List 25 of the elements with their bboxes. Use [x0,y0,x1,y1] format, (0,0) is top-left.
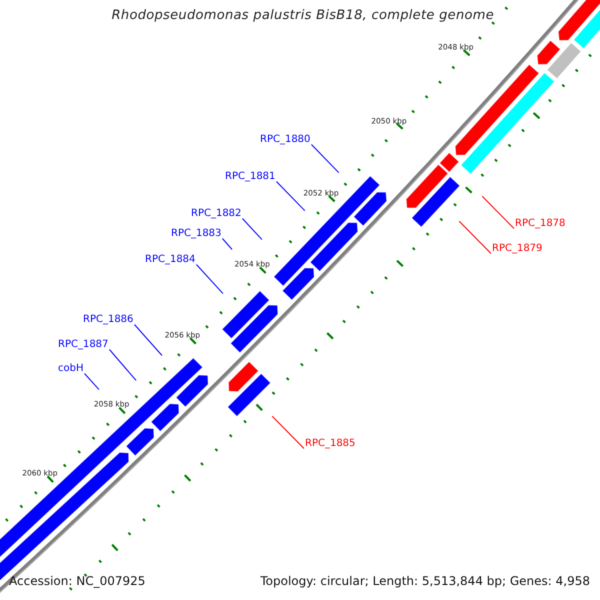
gene-label: RPC_1883 [171,228,222,240]
leader-line [242,218,262,240]
accession-text: Accession: NC_007925 [9,575,146,589]
leader-line [310,144,340,174]
leader-line [482,196,514,229]
gene-label: RPC_1885 [305,438,356,450]
leader-line [458,220,492,254]
gene-label: RPC_1879 [492,243,542,254]
gene-label: RPC_1884 [145,254,196,266]
genome-stats-text: Topology: circular; Length: 5,513,844 bp; Genes: 4,958 [260,575,590,589]
leader-line [84,373,100,390]
gene-label: cobH [58,363,84,374]
gene-label: RPC_1878 [515,218,566,230]
gene-label: RPC_1880 [260,134,310,146]
leader-line [196,264,224,294]
gene-label: RPC_1886 [83,314,134,326]
leader-line [272,416,304,449]
map-title: Rhodopseudomonas palustris BisB18, complete genome [112,9,494,24]
leader-line [222,238,233,250]
leader-line [108,349,137,381]
leader-line [276,181,306,212]
leader-line [134,324,162,356]
gene-label: RPC_1881 [225,171,276,182]
gene-label: RPC_1887 [58,339,108,350]
gene-label: RPC_1882 [191,208,242,220]
